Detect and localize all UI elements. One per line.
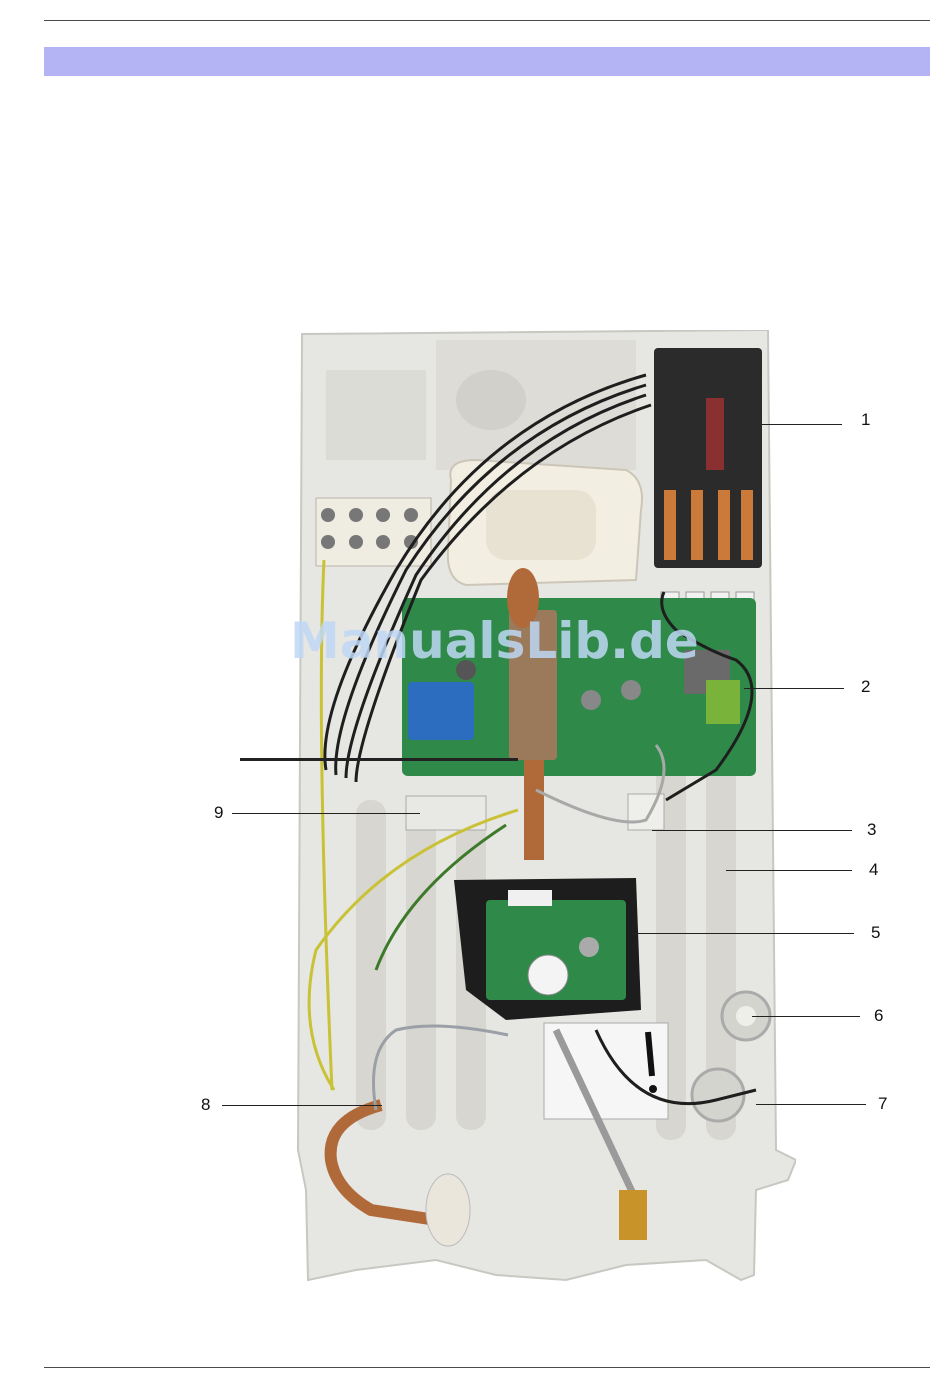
callout-line-1: [762, 424, 842, 425]
watermark: ManualsLib.de: [290, 612, 699, 670]
top-rule: [44, 20, 930, 21]
callout-number-4: 4: [869, 860, 878, 880]
callout-number-3: 3: [867, 820, 876, 840]
callout-line-3: [652, 830, 852, 831]
section-header-band: [44, 47, 930, 76]
callout-number-7: 7: [878, 1094, 887, 1114]
callout-line-5: [632, 933, 854, 934]
callout-line-unlabeled: [240, 758, 518, 761]
callout-line-7: [756, 1104, 866, 1105]
bottom-rule: [44, 1367, 930, 1368]
callout-number-9: 9: [214, 803, 223, 823]
callout-number-8: 8: [201, 1095, 210, 1115]
callout-number-2: 2: [861, 677, 870, 697]
callout-line-4: [726, 870, 852, 871]
callout-line-9: [232, 813, 420, 814]
callout-line-2: [744, 688, 844, 689]
callout-line-6: [752, 1016, 860, 1017]
device-photo: [236, 330, 796, 1285]
callout-number-1: 1: [861, 410, 870, 430]
callout-number-6: 6: [874, 1006, 883, 1026]
callout-number-5: 5: [871, 923, 880, 943]
callout-line-8: [222, 1105, 382, 1106]
